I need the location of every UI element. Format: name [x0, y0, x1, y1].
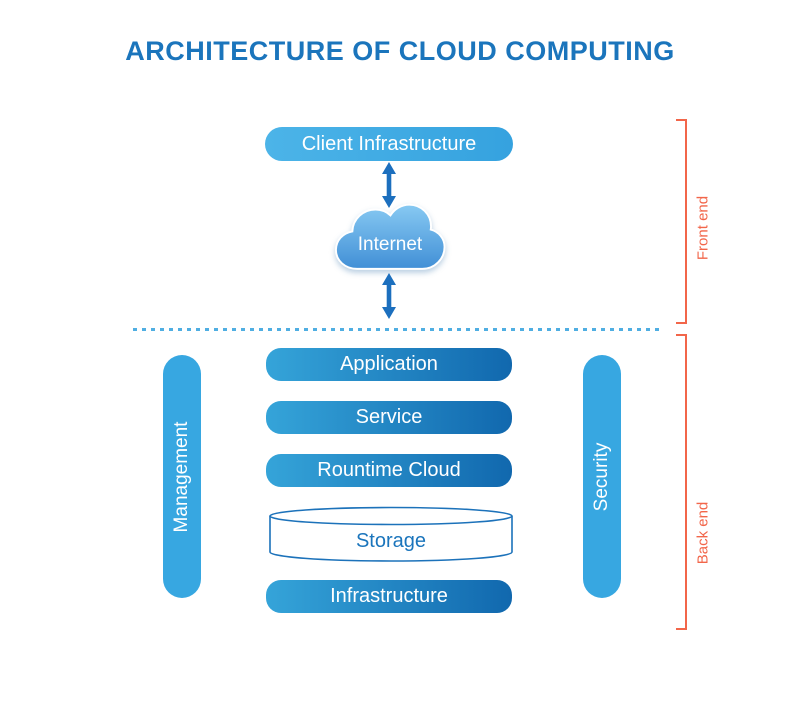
internet-label: Internet	[357, 234, 423, 255]
application-label: Application	[340, 353, 438, 375]
back-end-bracket	[676, 334, 687, 630]
front-back-divider	[133, 328, 664, 331]
layer-storage-cylinder: Storage	[268, 506, 514, 566]
layer-runtime-cloud: Rountime Cloud	[266, 454, 512, 487]
layer-infrastructure: Infrastructure	[266, 580, 512, 613]
layer-application: Application	[266, 348, 512, 381]
security-label: Security	[591, 442, 612, 511]
runtime-cloud-label: Rountime Cloud	[317, 459, 461, 481]
double-arrow-icon	[381, 273, 397, 319]
security-pill: Security	[583, 355, 621, 598]
storage-label: Storage	[355, 530, 427, 552]
double-arrow-icon	[381, 162, 397, 208]
infrastructure-label: Infrastructure	[330, 585, 448, 607]
management-label: Management	[171, 421, 192, 532]
page-title: ARCHITECTURE OF CLOUD COMPUTING	[125, 36, 675, 66]
internet-cloud: Internet	[334, 201, 446, 273]
client-infrastructure-box: Client Infrastructure	[265, 127, 513, 161]
service-label: Service	[355, 406, 423, 428]
client-infrastructure-label: Client Infrastructure	[301, 132, 477, 155]
front-end-bracket	[676, 119, 687, 324]
cloud-icon	[334, 203, 446, 270]
layer-service: Service	[266, 401, 512, 434]
front-end-label: Front end	[694, 195, 712, 261]
back-end-label: Back end	[694, 501, 712, 565]
cylinder-icon	[269, 506, 513, 562]
management-pill: Management	[163, 355, 201, 598]
